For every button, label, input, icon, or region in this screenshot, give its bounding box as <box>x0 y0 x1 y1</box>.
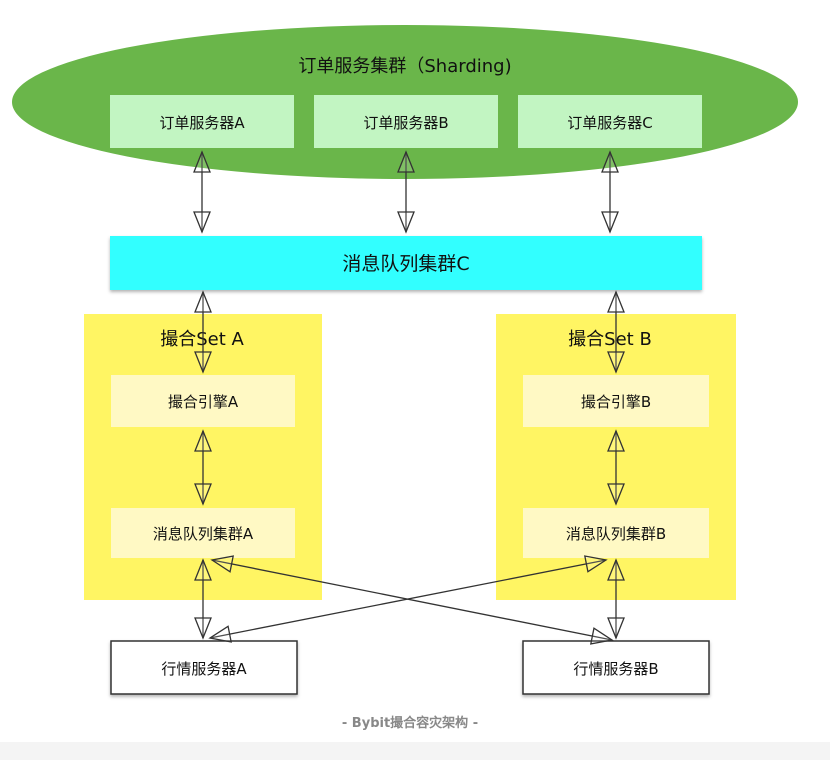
engine-a-label: 撮合引擎A <box>168 393 239 411</box>
arrowhead-icon <box>607 483 625 506</box>
arrowhead-icon <box>397 211 415 234</box>
order-server-c-box <box>518 95 702 148</box>
arrowhead-icon <box>601 211 619 234</box>
order-server-b-box <box>314 95 498 148</box>
engine-a-box <box>111 375 295 427</box>
arrowhead-icon <box>194 351 212 374</box>
arrowhead-icon <box>194 617 212 640</box>
order-server-a-box <box>110 95 294 148</box>
order-server-b-label: 订单服务器B <box>363 114 448 132</box>
arrowhead-icon <box>194 290 212 313</box>
set-a-title: 撮合Set A <box>160 329 244 350</box>
connector-line <box>209 559 607 639</box>
arrowhead-icon <box>589 627 614 645</box>
arrowhead-icon <box>607 290 625 313</box>
arrowhead-icon <box>194 483 212 506</box>
market-server-a-label: 行情服务器A <box>161 660 247 678</box>
mq-b-box <box>523 508 709 558</box>
market-server-a-box <box>110 640 298 695</box>
bottom-band <box>0 742 830 760</box>
order-server-a-label: 订单服务器A <box>159 114 245 132</box>
market-server-b-box <box>522 640 710 695</box>
arrowhead-icon <box>193 150 211 173</box>
arrowhead-icon <box>607 429 625 452</box>
mq-cluster-c-box <box>110 236 702 290</box>
mq-a-label: 消息队列集群A <box>153 525 254 543</box>
arrowhead-icon <box>607 351 625 374</box>
arrowhead-icon <box>208 625 232 643</box>
diagram-caption: - Bybit撮合容灾架构 - <box>342 715 478 731</box>
arrowhead-icon <box>397 150 415 173</box>
order-cluster-title: 订单服务集群（Sharding) <box>298 56 511 77</box>
mq-cluster-c-label: 消息队列集群C <box>342 253 469 275</box>
set-b-title: 撮合Set B <box>568 329 652 350</box>
engine-b-box <box>523 375 709 427</box>
arrowhead-icon <box>584 555 608 573</box>
connector-arrows <box>193 150 625 645</box>
mq-b-label: 消息队列集群B <box>566 525 666 543</box>
arrowhead-icon <box>193 211 211 234</box>
arrowhead-icon <box>210 555 235 573</box>
arrowhead-icon <box>601 150 619 173</box>
order-server-c-label: 订单服务器C <box>567 114 652 132</box>
arrowhead-icon <box>194 429 212 452</box>
arrowhead-icon <box>607 558 625 581</box>
connector-line <box>211 559 613 641</box>
engine-b-label: 撮合引擎B <box>581 393 651 411</box>
market-server-b-label: 行情服务器B <box>573 660 658 678</box>
mq-a-box <box>111 508 295 558</box>
arrowhead-icon <box>607 617 625 640</box>
arrowhead-icon <box>194 558 212 581</box>
